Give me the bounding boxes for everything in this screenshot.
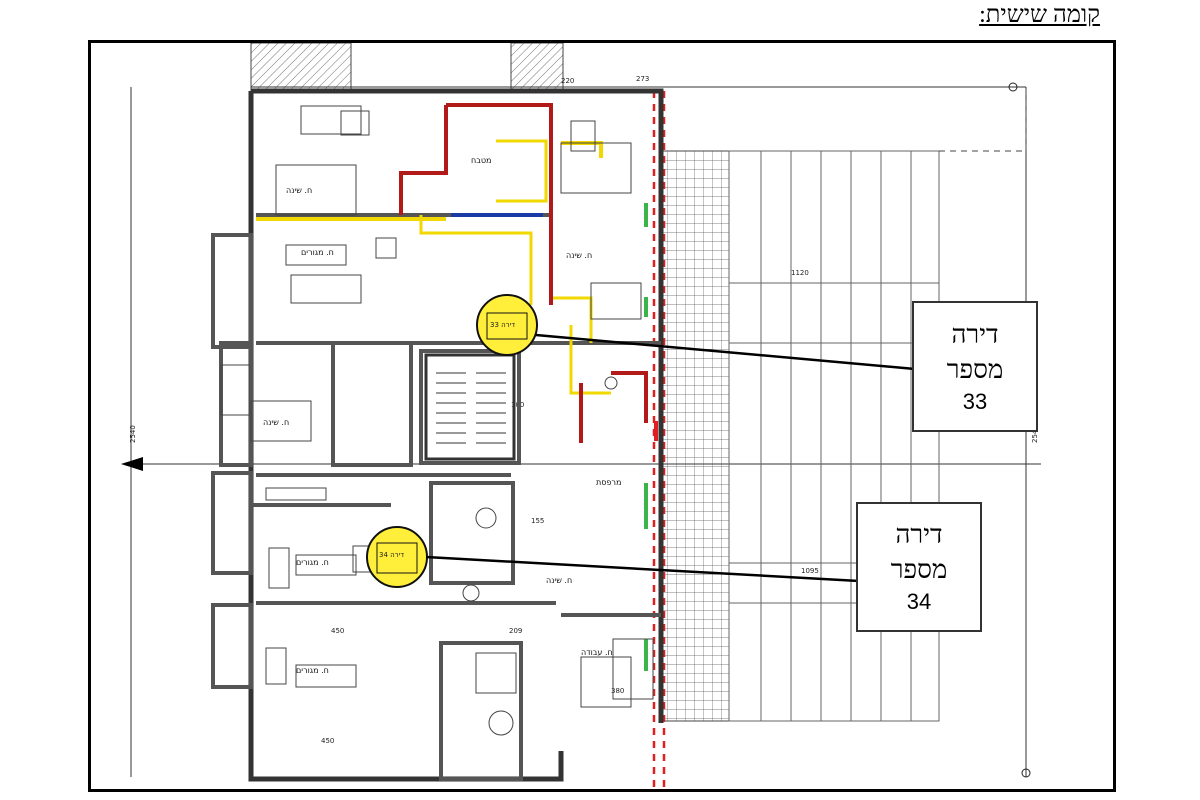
hatched-band-left (250, 43, 352, 92)
apt34-tag-box (376, 542, 418, 574)
dim-text-balcony1: 1120 (791, 269, 809, 277)
callout-34-line2: מספר (890, 555, 948, 585)
furniture (220, 105, 654, 736)
room-label-balcony: מרפסת (596, 478, 621, 487)
room-label-kitchen-33: מטבח (471, 156, 491, 165)
callout-apartment-34: דירה מספר 34 (856, 502, 982, 632)
leader-line-34 (425, 555, 860, 583)
dim-text-corridor: 209 (509, 627, 522, 635)
apt33-tag-text: דירה 33 (490, 321, 515, 329)
survey-point-bottom (1021, 768, 1031, 778)
callout-34-number: 34 (906, 589, 932, 615)
callout-34-line1: דירה (895, 520, 943, 550)
room-label-study: ח. עבודה (581, 648, 613, 657)
room-label-bedroom-34b: ח. שינה (263, 418, 289, 427)
dim-text-room: 380 (611, 687, 624, 695)
room-label-bedroom-34: ח. שינה (546, 576, 572, 585)
staircase (424, 353, 516, 461)
property-line (939, 85, 1027, 152)
leader-line-33 (535, 333, 916, 371)
survey-point-top (1008, 82, 1018, 92)
dim-text-right: 2540 (1031, 425, 1039, 443)
pergola-lines (728, 150, 940, 722)
callout-33-number: 33 (962, 388, 988, 414)
section-arrow (121, 457, 143, 471)
callout-apartment-33: דירה מספר 33 (912, 301, 1038, 432)
highlighted-walls (256, 103, 658, 671)
dim-text-balcony2: 1095 (801, 567, 819, 575)
callout-33-line2: מספר (946, 354, 1004, 384)
interior-walls (211, 213, 661, 781)
room-label-living-33: ח. מגורים (301, 248, 334, 257)
outer-walls (248, 88, 664, 782)
hatched-band-right (510, 43, 564, 92)
dim-text-mid: 155 (531, 517, 544, 525)
apt33-tag-circle (476, 294, 538, 356)
room-label-living-34b: ח. מגורים (296, 558, 329, 567)
dim-text-left: 2540 (129, 425, 137, 443)
floor-plan-drawing: 2540 2540 450 380 220 155 450 1120 1095 … (121, 43, 1041, 789)
dim-text-bottom: 450 (321, 737, 334, 745)
room-label-living-34: ח. מגורים (296, 666, 329, 675)
dim-text-top2: 273 (636, 75, 649, 83)
room-label-bedroom-33b: ח. שינה (566, 251, 592, 260)
apt33-tag-box (486, 312, 528, 340)
room-label-bedroom-33: ח. שינה (286, 186, 312, 195)
terrace-tiles (660, 150, 730, 722)
page-title: קומה שישית: (979, 2, 1100, 28)
dim-text-top: 220 (561, 77, 574, 85)
apt34-tag-text: דירה 34 (379, 551, 404, 559)
callout-33-line1: דירה (951, 319, 999, 349)
dim-text-lower: 450 (331, 627, 344, 635)
